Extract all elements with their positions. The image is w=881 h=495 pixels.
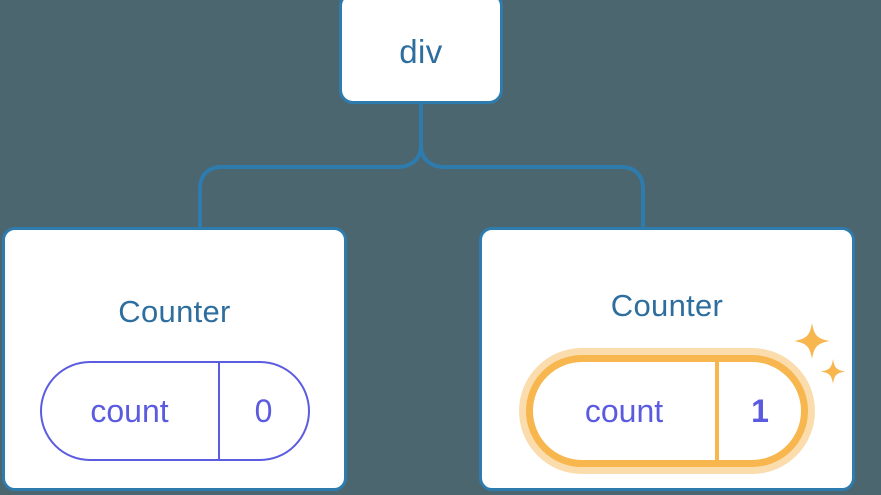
tree-node-div-label: div — [399, 32, 443, 70]
counter-left-state-divider — [217, 362, 220, 459]
counter-left-state-wrap: count 0 — [39, 360, 310, 461]
counter-left-state-key: count — [90, 392, 169, 429]
sparkle-small-icon — [820, 358, 846, 384]
connector-branch-left — [198, 144, 423, 227]
counter-right-state-value: 1 — [751, 392, 769, 429]
counter-right-title: Counter — [610, 287, 724, 323]
tree-node-counter-left[interactable]: Counter count 0 — [2, 227, 347, 491]
counter-right-state-pill[interactable]: count 1 — [526, 354, 808, 467]
tree-node-counter-right[interactable]: Counter count 1 — [479, 227, 855, 491]
counter-right-state-key: count — [584, 392, 664, 429]
counter-right-state-divider — [715, 361, 719, 460]
counter-left-title: Counter — [118, 293, 231, 329]
counter-right-state-wrap: count 1 — [526, 322, 846, 467]
tree-node-div[interactable]: div — [339, 0, 503, 104]
sparkle-large-icon — [794, 322, 830, 359]
connector-branch-right — [419, 144, 645, 227]
counter-left-state-pill[interactable]: count 0 — [39, 360, 310, 461]
counter-left-state-value: 0 — [254, 392, 273, 429]
